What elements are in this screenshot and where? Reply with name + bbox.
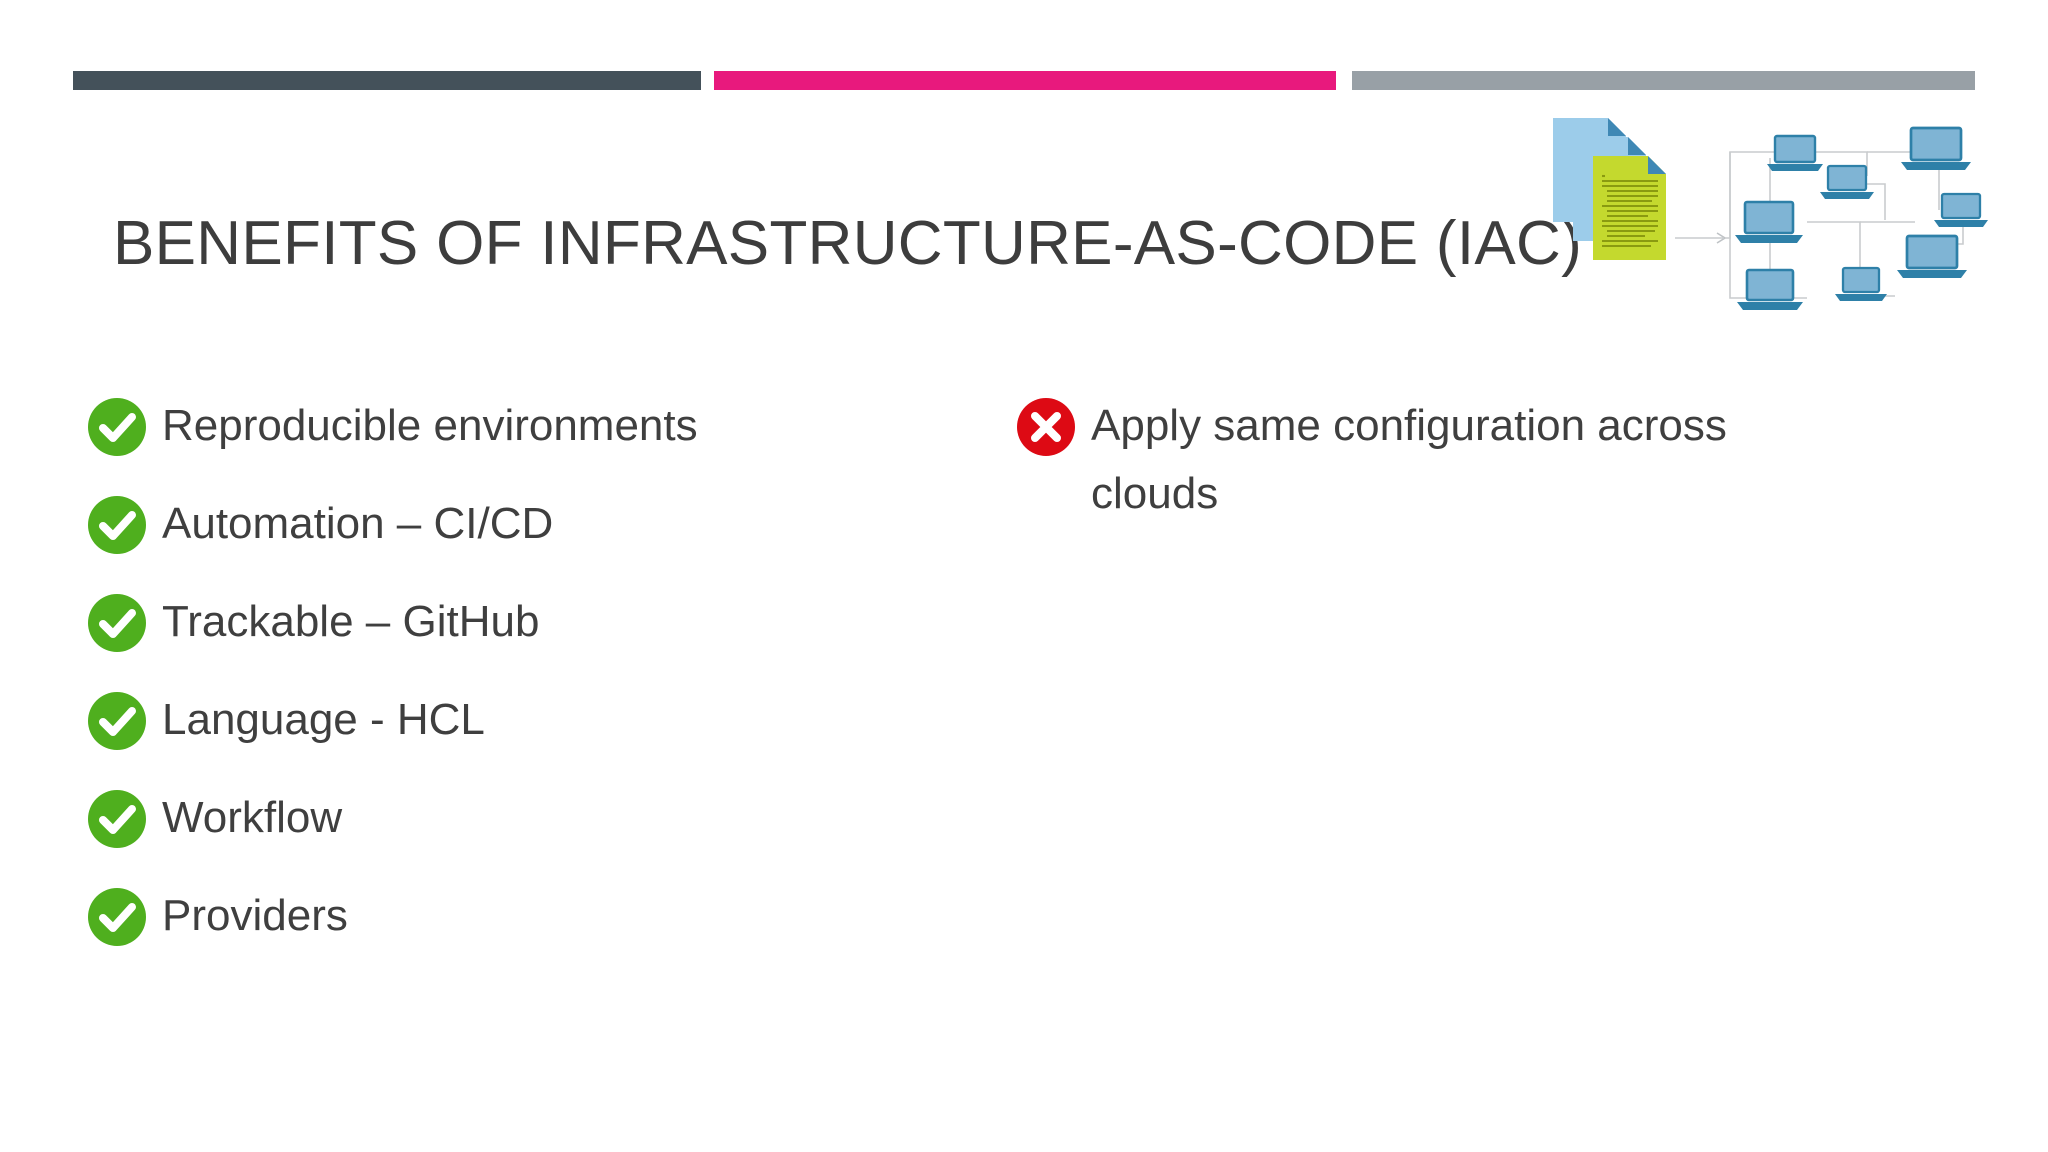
iac-documents-to-network-illustration bbox=[1545, 110, 2015, 325]
top-bar-dark bbox=[73, 71, 701, 90]
limitations-list-right: Apply same configuration across clouds bbox=[1013, 392, 1813, 558]
laptop-icon bbox=[1820, 164, 1874, 199]
list-item-label: Reproducible environments bbox=[162, 401, 698, 450]
x-circle-icon bbox=[1013, 394, 1079, 460]
check-circle-icon bbox=[84, 394, 150, 460]
document-stack-icon bbox=[1553, 118, 1666, 260]
list-item-label: Workflow bbox=[162, 793, 343, 842]
page-title: BENEFITS OF INFRASTRUCTURE-AS-CODE (IAC) bbox=[113, 209, 1583, 278]
laptop-icon bbox=[1901, 126, 1971, 170]
list-item: Reproducible environments bbox=[84, 392, 904, 460]
list-item-label: Automation – CI/CD bbox=[162, 499, 554, 548]
list-item: Language - HCL bbox=[84, 686, 904, 754]
top-bar-pink bbox=[714, 71, 1336, 90]
laptop-icon-group bbox=[1735, 126, 1988, 310]
list-item-label: Providers bbox=[162, 891, 348, 940]
list-item: Workflow bbox=[84, 784, 904, 852]
list-item-label: Trackable – GitHub bbox=[162, 597, 540, 646]
check-circle-icon bbox=[84, 590, 150, 656]
check-circle-icon bbox=[84, 786, 150, 852]
check-circle-icon bbox=[84, 492, 150, 558]
top-bar-gray bbox=[1352, 71, 1975, 90]
list-item: Apply same configuration across clouds bbox=[1013, 392, 1813, 528]
laptop-icon bbox=[1897, 234, 1967, 278]
list-item: Trackable – GitHub bbox=[84, 588, 904, 656]
flow-arrow-icon bbox=[1675, 232, 1727, 244]
laptop-icon bbox=[1934, 192, 1988, 227]
laptop-icon bbox=[1735, 200, 1803, 243]
code-lines bbox=[1602, 174, 1658, 248]
list-item-label: Language - HCL bbox=[162, 695, 485, 744]
check-circle-icon bbox=[84, 884, 150, 950]
list-item-label: Apply same configuration across clouds bbox=[1091, 401, 1727, 518]
list-item: Automation – CI/CD bbox=[84, 490, 904, 558]
laptop-icon bbox=[1767, 134, 1823, 171]
benefits-list-left: Reproducible environments Automation – C… bbox=[84, 392, 904, 980]
laptop-icon bbox=[1835, 266, 1887, 301]
list-item: Providers bbox=[84, 882, 904, 950]
laptop-icon bbox=[1737, 268, 1803, 310]
check-circle-icon bbox=[84, 688, 150, 754]
